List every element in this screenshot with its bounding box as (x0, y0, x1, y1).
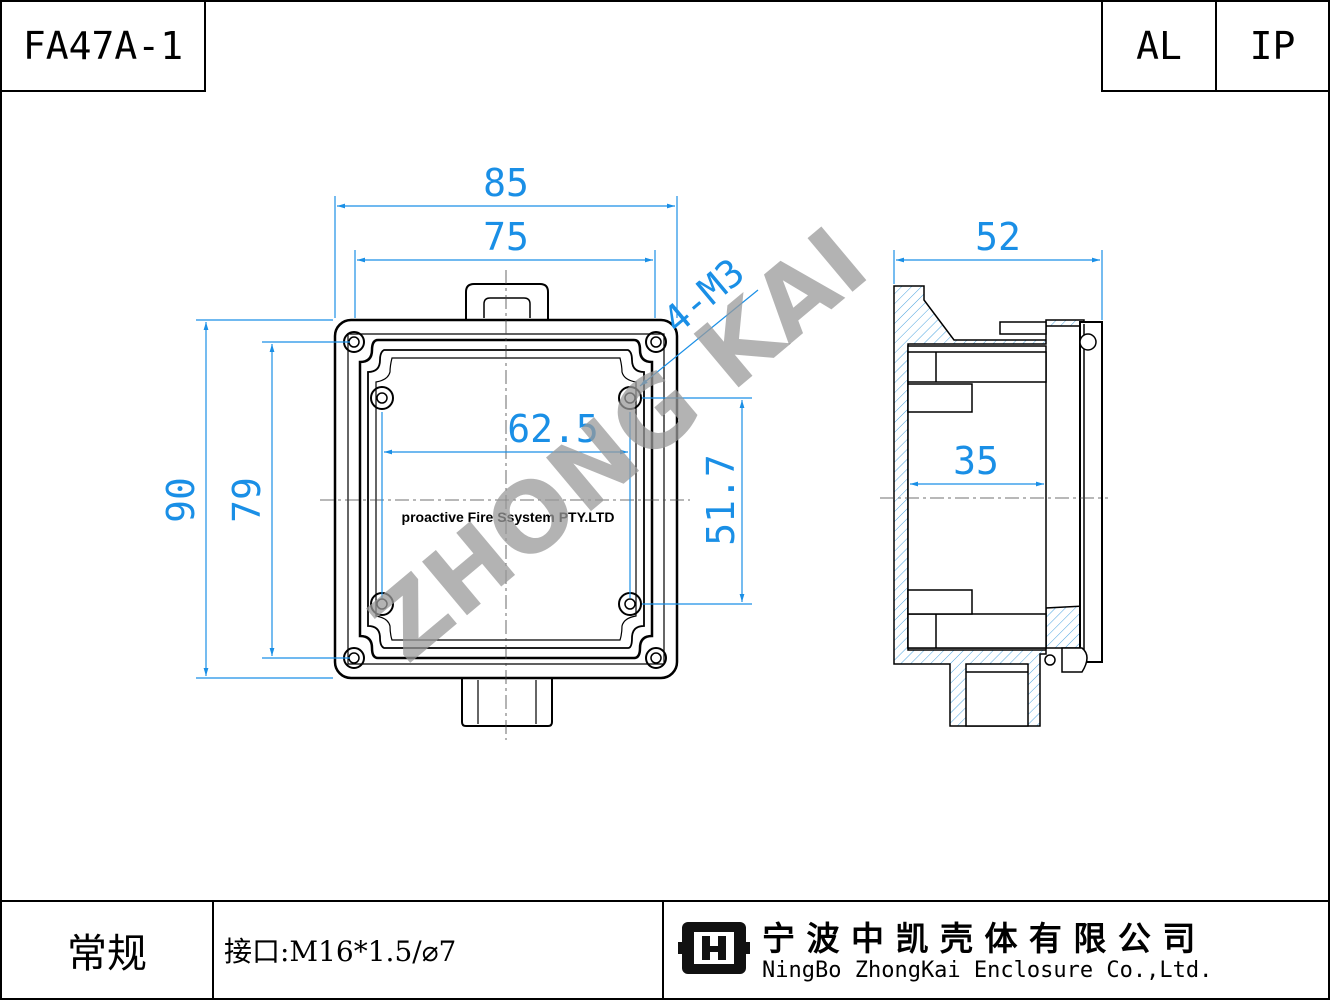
front-dimensions (196, 196, 759, 679)
company-name-en: NingBo ZhongKai Enclosure Co.,Ltd. (762, 958, 1213, 983)
screw-hole-tl (370, 386, 394, 410)
dim-outer-width: 85 (483, 161, 529, 205)
dim-inner-width: 75 (483, 215, 529, 259)
type-cell: 常规 (0, 900, 214, 1000)
dim-depth: 52 (975, 215, 1021, 259)
port-spec-cell: 接口:M16*1.5/⌀7 (212, 900, 664, 1000)
port-spec: 接口:M16*1.5/⌀7 (224, 935, 457, 968)
company-logo (678, 922, 750, 974)
dim-outer-height: 90 (159, 477, 203, 523)
mount-hole-tr (645, 331, 667, 353)
dim-hole-span-y: 51.7 (699, 454, 743, 546)
dim-inner-depth: 35 (953, 439, 999, 483)
side-view (880, 285, 1108, 727)
type-label: 常规 (67, 931, 147, 977)
rating-cell: IP (1215, 0, 1330, 92)
dim-inner-height: 79 (225, 477, 269, 523)
model-cell: FA47A-1 (0, 0, 206, 92)
company-cell (662, 900, 1330, 1000)
material-label: AL (1136, 24, 1182, 68)
rating-label: IP (1249, 24, 1296, 68)
lid-label: proactive Fire Ssystem PTY.LTD (402, 509, 615, 525)
company-name-cn: 宁 波 中 凯 壳 体 有 限 公 司 (762, 919, 1196, 958)
side-dimensions (893, 250, 1103, 487)
dim-hole-span-x: 62.5 (507, 407, 599, 451)
model-number: FA47A-1 (22, 24, 184, 68)
screw-hole-tr (618, 386, 642, 410)
mount-hole-br (645, 647, 667, 669)
watermark: ZHONG KAI (350, 206, 888, 683)
